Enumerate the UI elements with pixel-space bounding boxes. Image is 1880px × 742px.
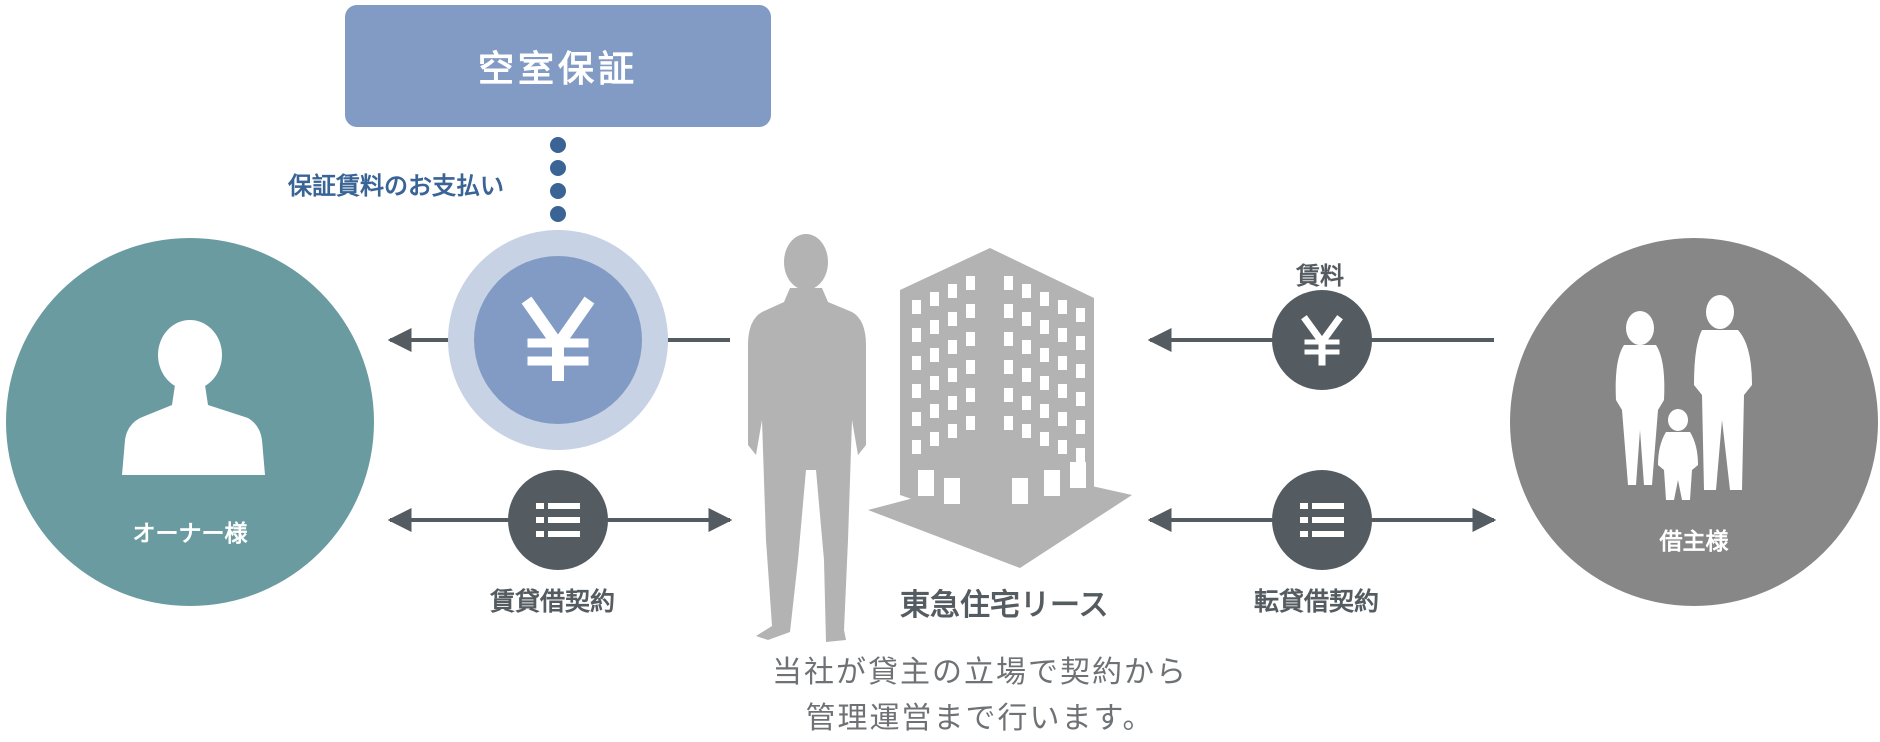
yen-icon: [521, 296, 595, 381]
owner-label: オーナー様: [132, 521, 248, 547]
dotted-connector: [550, 137, 566, 222]
document-list-icon: [536, 503, 580, 537]
businessman-icon: [748, 234, 866, 642]
person-icon: [122, 320, 265, 475]
tenant-circle: [1510, 238, 1878, 606]
lease-contract-label: 賃貸借契約: [490, 587, 616, 616]
sublease-contract-label: 転貸借契約: [1254, 587, 1380, 616]
rent-label: 賃料: [1296, 262, 1344, 290]
guarantee-payment-label: 保証賃料のお支払い: [288, 172, 504, 200]
building-icon: [868, 248, 1132, 568]
family-icon: [1615, 295, 1752, 500]
description-line-2: 管理運営まで行います。: [805, 701, 1155, 736]
description-line-1: 当社が貸主の立場で契約から: [772, 655, 1188, 690]
document-list-icon: [1300, 503, 1344, 537]
tenant-label: 借主様: [1659, 529, 1729, 555]
yen-icon: [1301, 315, 1343, 366]
description-text: 当社が貸主の立場で契約から 管理運営まで行います。: [700, 650, 1260, 742]
company-label: 東急住宅リース: [900, 588, 1109, 623]
vacancy-guarantee-box: 空室保証: [345, 5, 771, 127]
